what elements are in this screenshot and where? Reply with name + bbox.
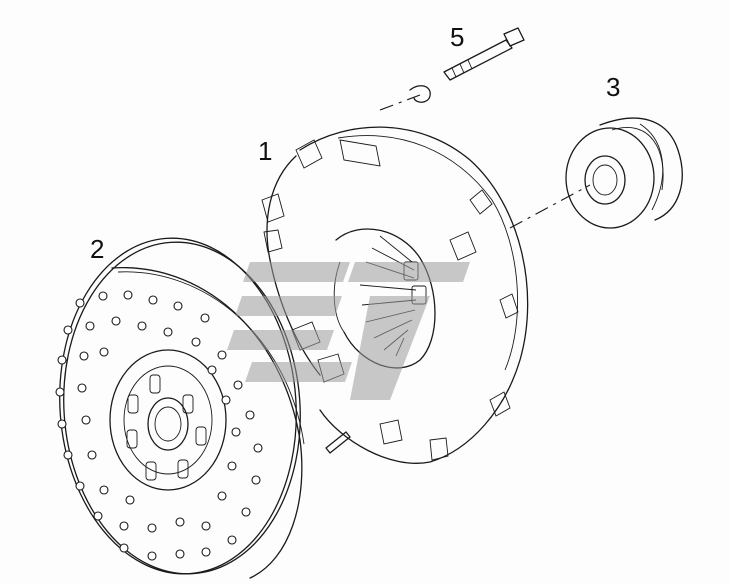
callout-3: 3 xyxy=(606,72,620,102)
clutch-disc xyxy=(55,237,305,579)
release-bearing xyxy=(565,117,683,229)
axis-line-upper xyxy=(379,94,421,111)
brand-watermark-logo xyxy=(227,262,470,400)
axis-line-bearing xyxy=(509,184,591,229)
callout-5: 5 xyxy=(450,22,464,52)
spring-clip xyxy=(409,85,431,103)
callout-2: 2 xyxy=(90,234,104,264)
pressure-plate-cover xyxy=(261,126,529,464)
bolt xyxy=(443,27,525,81)
dowel-pin xyxy=(325,431,351,454)
callout-1: 1 xyxy=(258,136,272,166)
